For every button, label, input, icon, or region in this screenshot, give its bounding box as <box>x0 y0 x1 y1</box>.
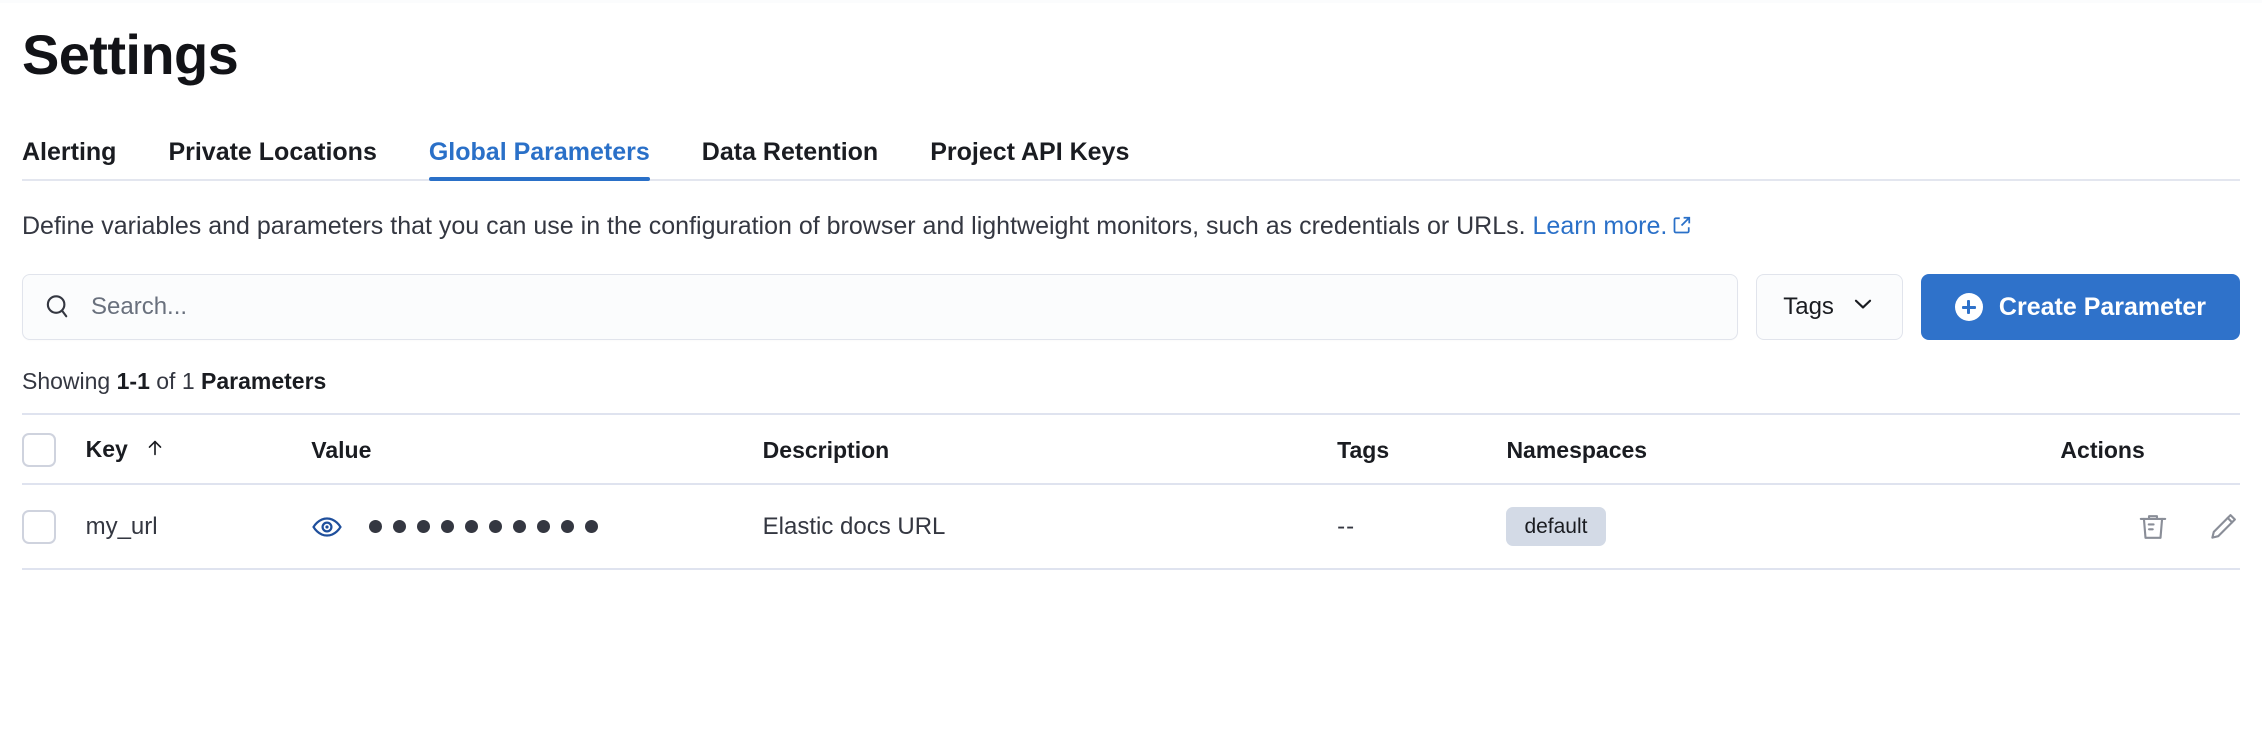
header-description: Description <box>762 413 1338 486</box>
learn-more-label: Learn more. <box>1532 211 1668 240</box>
header-select-all <box>22 413 86 486</box>
create-parameter-button[interactable]: Create Parameter <box>1920 274 2240 341</box>
header-key-label: Key <box>85 435 128 462</box>
masked-char-dot <box>537 520 551 534</box>
masked-char-dot <box>417 520 431 534</box>
learn-more-link[interactable]: Learn more. <box>1533 212 1693 240</box>
table-row: my_url Elastic docs URL <box>22 484 2240 571</box>
table-header-row: Key Value Description Tags Namespaces Ac… <box>22 413 2240 486</box>
masked-char-dot <box>561 520 575 534</box>
row-select-cell <box>22 484 86 571</box>
summary-middle: of 1 <box>149 368 202 395</box>
eye-icon[interactable] <box>311 511 343 543</box>
cell-value <box>311 484 763 571</box>
cell-key: my_url <box>85 484 312 571</box>
cell-tags: -- <box>1337 484 1507 571</box>
cell-actions <box>2060 484 2240 571</box>
masked-char-dot <box>465 520 479 534</box>
masked-char-dot <box>489 520 503 534</box>
search-icon <box>43 292 73 322</box>
cell-namespaces: default <box>1506 484 2061 571</box>
page-title: Settings <box>22 23 239 86</box>
summary-entity: Parameters <box>201 368 327 395</box>
tags-empty-value: -- <box>1337 512 1356 540</box>
table-body: my_url Elastic docs URL <box>22 484 2240 571</box>
edit-icon[interactable] <box>2206 510 2240 544</box>
results-summary: Showing 1-1 of 1 Parameters <box>22 368 2240 395</box>
toolbar: Tags Create Parameter <box>22 274 2240 341</box>
arrow-up-icon <box>144 437 166 465</box>
header-actions: Actions <box>2060 413 2240 486</box>
settings-tabs: Alerting Private Locations Global Parame… <box>22 125 2240 181</box>
tab-data-retention[interactable]: Data Retention <box>676 139 904 179</box>
tab-alerting[interactable]: Alerting <box>22 139 142 179</box>
tab-global-parameters[interactable]: Global Parameters <box>403 139 676 181</box>
table-header: Key Value Description Tags Namespaces Ac… <box>22 413 2240 486</box>
tab-project-api-keys[interactable]: Project API Keys <box>904 139 1155 179</box>
description-text: Define variables and parameters that you… <box>22 211 1526 240</box>
page-description: Define variables and parameters that you… <box>22 209 2212 245</box>
search-box[interactable] <box>22 274 1739 341</box>
tab-private-locations[interactable]: Private Locations <box>142 139 402 179</box>
cell-description: Elastic docs URL <box>762 484 1338 571</box>
external-link-icon <box>1672 210 1692 245</box>
masked-char-dot <box>369 520 383 534</box>
masked-value <box>369 520 599 534</box>
masked-char-dot <box>585 520 599 534</box>
row-checkbox[interactable] <box>22 509 56 544</box>
masked-char-dot <box>441 520 455 534</box>
header-value: Value <box>311 413 763 486</box>
tags-filter-button[interactable]: Tags <box>1756 274 1903 341</box>
header-namespaces: Namespaces <box>1506 413 2061 486</box>
top-divider <box>0 0 2262 3</box>
header-key[interactable]: Key <box>85 413 312 486</box>
select-all-checkbox[interactable] <box>22 433 56 468</box>
masked-char-dot <box>393 520 407 534</box>
chevron-down-icon <box>1850 291 1876 324</box>
namespace-badge: default <box>1506 507 1606 547</box>
search-input[interactable] <box>89 292 1718 323</box>
delete-icon[interactable] <box>2136 510 2170 544</box>
summary-prefix: Showing <box>22 368 117 395</box>
header-tags: Tags <box>1337 413 1507 486</box>
create-parameter-label: Create Parameter <box>1998 292 2206 321</box>
parameters-table: Key Value Description Tags Namespaces Ac… <box>22 413 2240 571</box>
tags-filter-label: Tags <box>1783 293 1834 321</box>
masked-char-dot <box>513 520 527 534</box>
plus-circle-icon <box>1954 293 1983 322</box>
summary-range: 1-1 <box>116 368 150 395</box>
